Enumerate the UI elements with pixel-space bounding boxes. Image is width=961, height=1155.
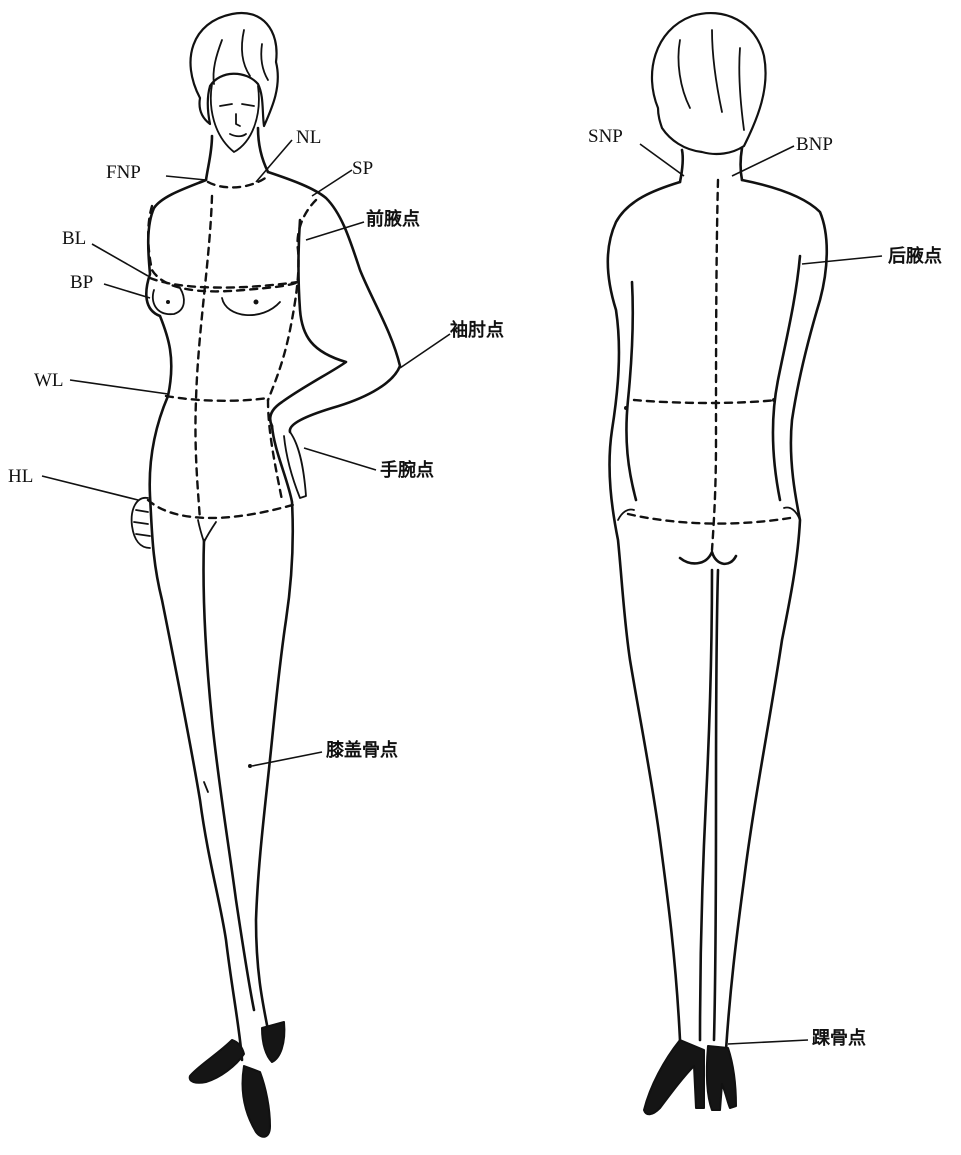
- label-sp: SP: [352, 158, 373, 179]
- label-bp: BP: [70, 272, 93, 293]
- label-bl: BL: [62, 228, 86, 249]
- label-back-armpit-point: 后腋点: [888, 245, 942, 267]
- label-wl: WL: [34, 370, 64, 391]
- label-elbow-point: 袖肘点: [450, 319, 504, 341]
- front-left-shoe: [190, 1040, 244, 1083]
- back-hip-line: [628, 514, 790, 524]
- label-nl: NL: [296, 127, 321, 148]
- label-wrist-point: 手腕点: [380, 459, 434, 481]
- label-hl: HL: [8, 466, 33, 487]
- leader-lines: [42, 140, 882, 1044]
- front-waist-line: [166, 396, 268, 401]
- label-bnp: BNP: [796, 134, 833, 155]
- back-center-line: [712, 180, 718, 550]
- back-hair: [652, 13, 766, 154]
- back-view-figure: [608, 13, 827, 1114]
- label-ankle-point: 踝骨点: [812, 1027, 866, 1049]
- back-body-outline: [608, 182, 680, 1040]
- front-armhole-right: [268, 200, 316, 400]
- back-waist-line: [634, 400, 776, 403]
- front-center-line: [195, 196, 212, 520]
- front-hair: [190, 13, 277, 126]
- back-left-shoe: [644, 1040, 704, 1114]
- front-hip-line: [148, 500, 296, 518]
- label-snp: SNP: [588, 126, 623, 147]
- back-right-shoe: [707, 1046, 736, 1110]
- front-face: [211, 84, 259, 152]
- label-fnp: FNP: [106, 162, 141, 183]
- front-armhole-line: [148, 206, 298, 291]
- front-right-shoe: [243, 1066, 271, 1137]
- label-knee-point: 膝盖骨点: [326, 739, 398, 761]
- front-view-figure: [132, 13, 400, 1137]
- label-front-armpit-point: 前腋点: [366, 208, 420, 230]
